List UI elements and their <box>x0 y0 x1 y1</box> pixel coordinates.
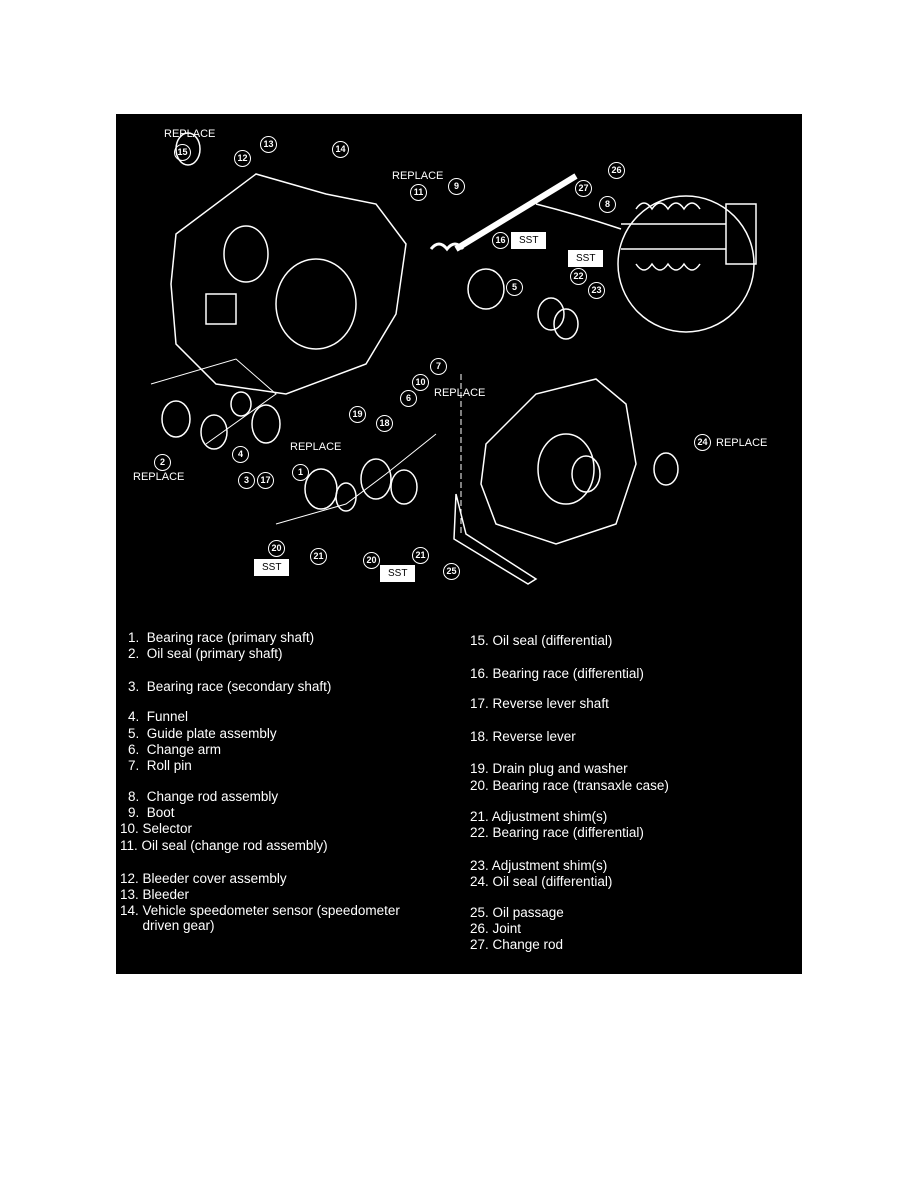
callout-21: 21 <box>412 547 429 564</box>
legend-item: 19. Drain plug and washer <box>470 761 628 776</box>
callout-3: 3 <box>238 472 255 489</box>
callout-22: 22 <box>570 268 587 285</box>
legend-item: 18. Reverse lever <box>470 729 576 744</box>
legend-item: 9. Boot <box>128 805 175 820</box>
replace-label: REPLACE <box>164 128 216 140</box>
replace-label: REPLACE <box>434 387 486 399</box>
legend-item: 14. Vehicle speedometer sensor (speedome… <box>120 903 400 933</box>
callout-9: 9 <box>448 178 465 195</box>
legend-item: 10. Selector <box>120 821 193 836</box>
replace-label: REPLACE <box>133 471 185 483</box>
replace-label: REPLACE <box>716 437 768 449</box>
callout-11: 11 <box>410 184 427 201</box>
legend-item: 7. Roll pin <box>128 758 192 773</box>
legend-item: 3. Bearing race (secondary shaft) <box>128 679 332 694</box>
legend-item: 15. Oil seal (differential) <box>470 633 613 648</box>
callout-26: 26 <box>608 162 625 179</box>
legend-item: 1. Bearing race (primary shaft) <box>128 630 315 645</box>
legend-item: 2. Oil seal (primary shaft) <box>128 646 283 661</box>
callout-23: 23 <box>588 282 605 299</box>
legend-item: 12. Bleeder cover assembly <box>120 871 287 886</box>
callout-8: 8 <box>599 196 616 213</box>
legend-item: 11. Oil seal (change rod assembly) <box>120 838 328 853</box>
legend-item: 22. Bearing race (differential) <box>470 825 644 840</box>
legend-item: 8. Change rod assembly <box>128 789 279 804</box>
transaxle-case <box>480 378 637 545</box>
legend-item: 16. Bearing race (differential) <box>470 666 644 681</box>
sst-label: SST <box>568 250 604 267</box>
callout-7: 7 <box>430 358 447 375</box>
sst-label: SST <box>380 565 416 582</box>
callout-12: 12 <box>234 150 251 167</box>
legend-item: 13. Bleeder <box>120 887 190 902</box>
callout-14: 14 <box>332 141 349 158</box>
sst-label: SST <box>511 232 547 249</box>
legend-item: 5. Guide plate assembly <box>128 726 277 741</box>
replace-label: REPLACE <box>392 170 444 182</box>
callout-25: 25 <box>443 563 460 580</box>
legend-item: 6. Change arm <box>128 742 222 757</box>
callout-20: 20 <box>268 540 285 557</box>
legend-item: 23. Adjustment shim(s) <box>470 858 608 873</box>
callout-27: 27 <box>575 180 592 197</box>
legend-item: 26. Joint <box>470 921 522 936</box>
replace-label: REPLACE <box>290 441 342 453</box>
callout-2: 2 <box>154 454 171 471</box>
callout-13: 13 <box>260 136 277 153</box>
legend-item: 24. Oil seal (differential) <box>470 874 613 889</box>
exploded-transaxle-diagram <box>150 132 757 585</box>
callout-1: 1 <box>292 464 309 481</box>
callout-19: 19 <box>349 406 366 423</box>
callout-21: 21 <box>310 548 327 565</box>
legend-item: 27. Change rod <box>470 937 564 952</box>
callout-20: 20 <box>363 552 380 569</box>
figure-panel: REPLACE REPLACE REPLACE REPLACE REPLACE … <box>116 114 802 974</box>
sst-label: SST <box>254 559 290 576</box>
callout-17: 17 <box>257 472 274 489</box>
callout-10: 10 <box>412 374 429 391</box>
callout-18: 18 <box>376 415 393 432</box>
clutch-housing <box>170 173 407 395</box>
callout-15: 15 <box>174 144 191 161</box>
legend-item: 21. Adjustment shim(s) <box>470 809 608 824</box>
callout-5: 5 <box>506 279 523 296</box>
legend-item: 4. Funnel <box>128 709 189 724</box>
legend-item: 20. Bearing race (transaxle case) <box>470 778 669 793</box>
legend-item: 25. Oil passage <box>470 905 564 920</box>
legend-item: 17. Reverse lever shaft <box>470 696 609 711</box>
callout-24: 24 <box>694 434 711 451</box>
callout-6: 6 <box>400 390 417 407</box>
callout-16: 16 <box>492 232 509 249</box>
callout-4: 4 <box>232 446 249 463</box>
